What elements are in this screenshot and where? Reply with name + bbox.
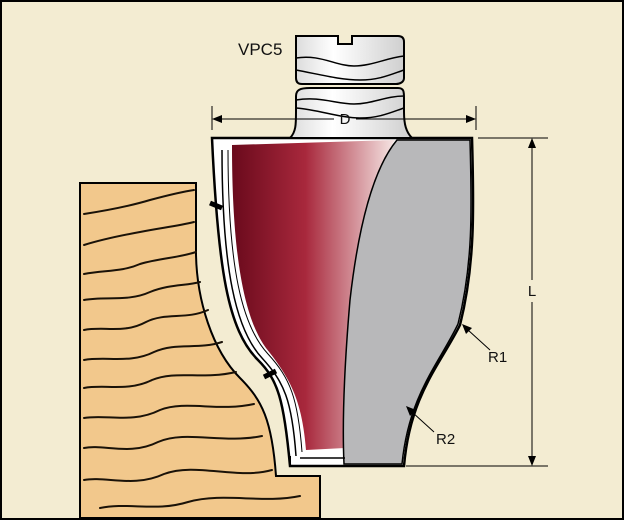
- radius-1-label: R1: [488, 349, 507, 366]
- model-label: VPC5: [238, 40, 282, 59]
- dimension-lines: [211, 106, 548, 467]
- wood-grain: [83, 189, 301, 509]
- cutter-face-grey: [342, 139, 472, 465]
- wood-workpiece: [79, 182, 321, 519]
- radius-2-label: R2: [436, 431, 455, 448]
- dimension-arrows: [212, 115, 536, 466]
- cutting-edge-red: [232, 140, 395, 450]
- length-label: L: [528, 283, 536, 300]
- cutter-body: [209, 136, 475, 468]
- diameter-label: D: [340, 111, 351, 128]
- shank: [287, 87, 415, 139]
- shank-top: [295, 35, 405, 85]
